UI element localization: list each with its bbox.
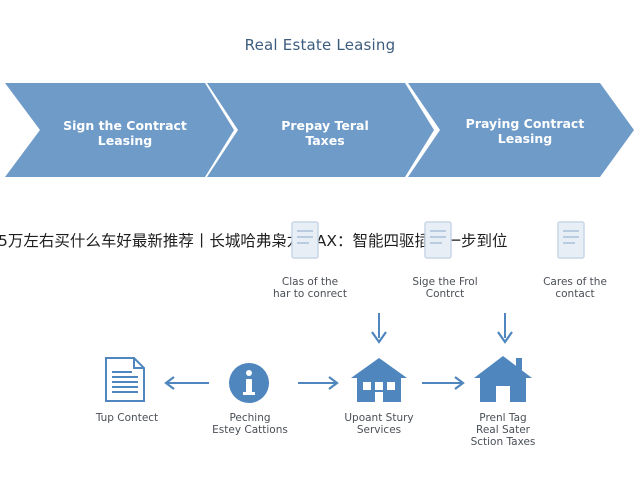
house-icon: [474, 356, 532, 402]
chevron-step-2: [207, 83, 434, 177]
document-icon: [424, 221, 452, 259]
flow-step-label-4: Prenl Tag Real Sater Sction Taxes: [470, 412, 536, 448]
house-icon: [351, 358, 407, 402]
down-arrow-icon: [371, 313, 387, 344]
chevron-process-bar: [5, 83, 634, 177]
diagram-title: Real Estate Leasing: [244, 36, 396, 54]
right-arrow-icon: [298, 376, 339, 390]
document-icon: [557, 221, 585, 259]
top-doc-caption-3: Cares of the contact: [543, 276, 607, 300]
flow-step-label-3: Upoant Stury Services: [344, 412, 414, 436]
top-doc-caption-2: Sige the Frol Contrct: [412, 276, 478, 300]
chevron-step-3: [408, 83, 634, 177]
chevron-step-1: [5, 83, 234, 177]
chevron-label-1: Sign the Contract Leasing: [63, 118, 187, 148]
flow-step-label-2: Peching Estey Cattions: [212, 412, 288, 436]
chevron-label-2: Prepay Teral Taxes: [281, 118, 369, 148]
chevron-label-3: Praying Contract Leasing: [465, 116, 585, 146]
down-arrow-icon: [497, 313, 513, 344]
top-doc-caption-1: Clas of the har to conrect: [273, 276, 347, 300]
flow-step-label-1: Tup Contect: [95, 412, 159, 424]
right-arrow-icon: [422, 376, 465, 390]
left-arrow-icon: [164, 376, 209, 390]
overlay-headline: 5万左右买什么车好最新推荐丨长城哈弗枭龙MAX：智能四驱插混一步到位: [0, 232, 508, 250]
document-icon: [291, 221, 319, 259]
info-icon: [229, 363, 269, 403]
document-icon: [105, 357, 145, 402]
